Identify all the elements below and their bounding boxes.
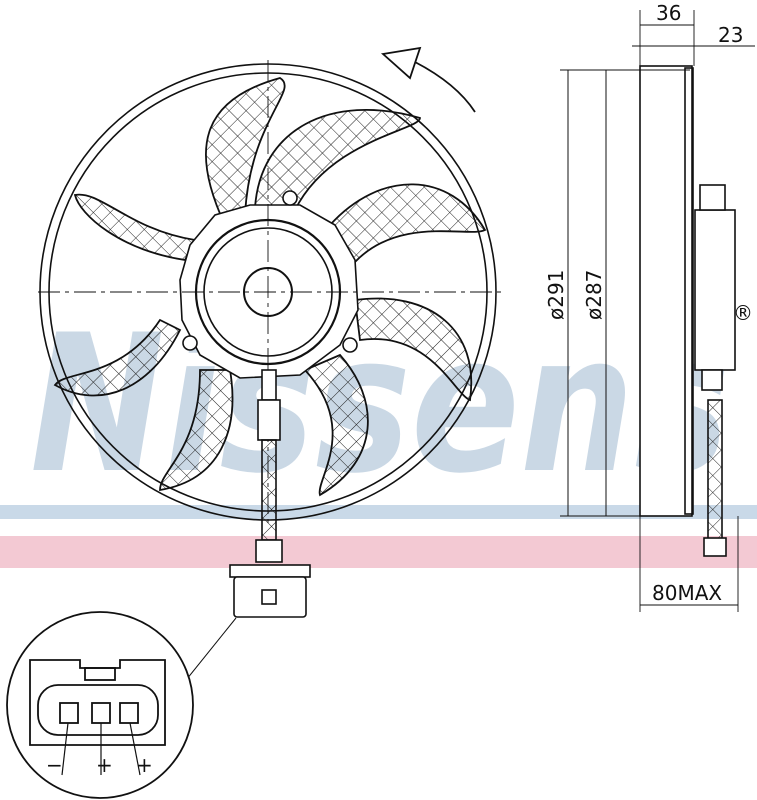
side-wire (707, 399, 723, 541)
pin-label-positive-1: + (96, 753, 113, 777)
watermark-band-pink (0, 536, 757, 568)
dimension-inner-diameter: ø287 (582, 270, 606, 320)
mount-bolt-top (282, 190, 298, 206)
pin-label-negative: − (46, 753, 63, 777)
mount-bolt-left (182, 335, 198, 351)
dimension-23: 23 (718, 23, 743, 47)
mount-bolt-right (342, 337, 358, 353)
fan-side-view (560, 10, 755, 612)
fan-blades (53, 77, 487, 497)
fan-front-view (38, 46, 505, 701)
dimension-80max: 80MAX (652, 581, 722, 605)
connector-plug (229, 564, 311, 618)
wire-harness (255, 369, 283, 563)
connector-pins (59, 702, 139, 724)
pin-label-positive-2: + (136, 753, 153, 777)
motor-side (694, 209, 736, 371)
dimension-outer-diameter: ø291 (544, 270, 568, 320)
dimension-36: 36 (656, 1, 681, 25)
rotation-direction-arrow (414, 61, 476, 113)
connector-detail (6, 611, 194, 799)
registered-mark: ® (733, 301, 753, 325)
shroud-rim (684, 67, 694, 515)
